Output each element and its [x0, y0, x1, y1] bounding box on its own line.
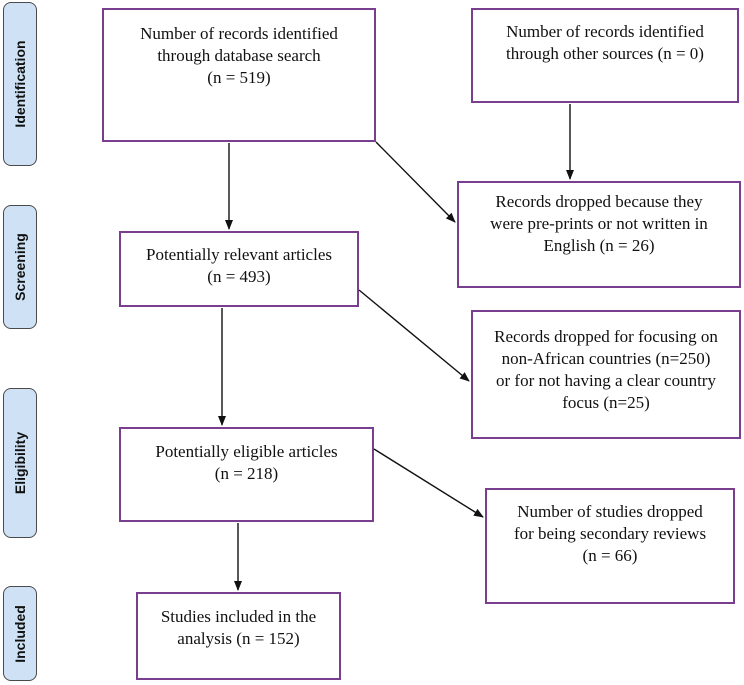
dropped-preprints-line-3: English (n = 26) — [543, 236, 655, 255]
potentially-relevant-box: Potentially relevant articles (n = 493) — [119, 231, 359, 307]
phase-screening: Screening — [3, 205, 37, 329]
potentially-relevant-line-2: (n = 493) — [207, 267, 271, 286]
arrow-relevant-to-dropped-non-african — [358, 289, 470, 382]
dropped-non-african-line-2: non-African countries (n=250) — [501, 349, 711, 368]
dropped-non-african-line-4: focus (n=25) — [562, 393, 650, 412]
database-search-box: Number of records identified through dat… — [102, 8, 376, 142]
dropped-secondary-box: Number of studies dropped for being seco… — [485, 488, 735, 604]
arrow-eligible-to-dropped-secondary — [373, 448, 484, 518]
other-sources-line-2: through other sources (n = 0) — [506, 44, 704, 63]
phase-included: Included — [3, 586, 37, 681]
database-search-line-2: through database search — [157, 46, 321, 65]
potentially-eligible-box: Potentially eligible articles (n = 218) — [119, 427, 374, 522]
dropped-secondary-line-1: Number of studies dropped — [517, 502, 703, 521]
potentially-eligible-line-2: (n = 218) — [214, 464, 279, 483]
arrow-database-to-dropped-preprints — [375, 141, 456, 223]
included-studies-line-1: Studies included in the — [160, 607, 317, 626]
potentially-eligible-line-1: Potentially eligible articles — [155, 442, 338, 461]
dropped-preprints-box: Records dropped because they were pre-pr… — [457, 181, 741, 288]
database-search-line-1: Number of records identified — [140, 24, 338, 43]
included-studies-box: Studies included in the analysis (n = 15… — [136, 592, 341, 680]
dropped-secondary-line-3: (n = 66) — [582, 546, 638, 565]
included-studies-line-2: analysis (n = 152) — [177, 629, 300, 648]
phase-identification: Identification — [3, 2, 37, 166]
dropped-non-african-box: Records dropped for focusing on non-Afri… — [471, 310, 741, 439]
dropped-preprints-line-2: were pre-prints or not written in — [490, 214, 708, 233]
dropped-preprints-line-1: Records dropped because they — [495, 192, 703, 211]
other-sources-line-1: Number of records identified — [506, 22, 704, 41]
dropped-non-african-line-3: or for not having a clear country — [496, 371, 716, 390]
database-search-line-3: (n = 519) — [207, 68, 271, 87]
dropped-secondary-line-2: for being secondary reviews — [513, 524, 707, 543]
phase-eligibility: Eligibility — [3, 388, 37, 538]
potentially-relevant-line-1: Potentially relevant articles — [146, 245, 332, 264]
dropped-non-african-line-1: Records dropped for focusing on — [494, 327, 718, 346]
other-sources-box: Number of records identified through oth… — [471, 8, 739, 103]
